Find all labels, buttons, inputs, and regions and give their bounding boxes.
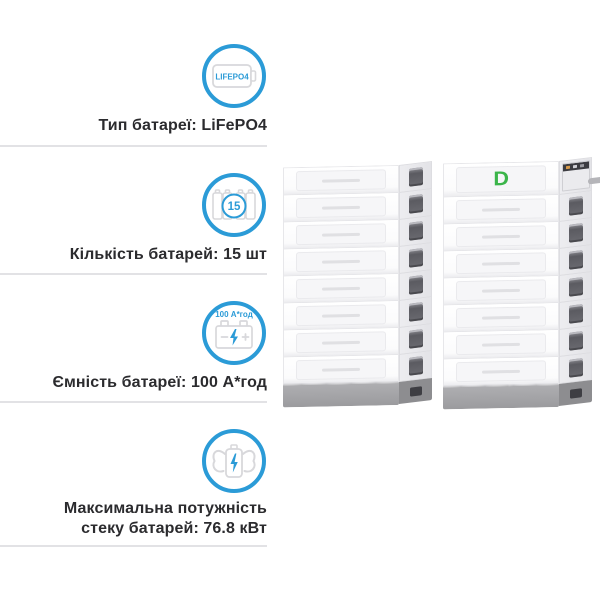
module-front-panel — [296, 277, 386, 300]
module-side — [399, 349, 432, 382]
battery-capacity-icon: 100 А*год — [202, 301, 266, 365]
module-front-panel — [296, 358, 386, 381]
module-front-panel — [456, 306, 546, 329]
battery-module — [283, 300, 399, 331]
module-connector — [408, 356, 423, 376]
tower-base-side — [399, 377, 432, 404]
battery-module — [443, 329, 559, 360]
battery-module — [443, 275, 559, 306]
spec-row-max-power: Максимальна потужність стеку батарей: 76… — [0, 403, 267, 547]
module-connector — [408, 248, 423, 268]
module-print-label — [322, 367, 360, 372]
module-front-panel — [296, 304, 386, 327]
module-front-panel — [456, 279, 546, 302]
battery-power-icon — [202, 429, 266, 493]
module-connector — [568, 358, 583, 378]
tower-base — [283, 382, 399, 408]
tower-base — [443, 384, 559, 410]
module-front-panel — [296, 169, 386, 192]
module-front-panel — [296, 331, 386, 354]
module-print-label — [482, 234, 520, 239]
module-print-label — [322, 313, 360, 318]
battery-module — [443, 248, 559, 279]
base-port — [409, 385, 422, 397]
module-connector — [408, 167, 423, 187]
module-print-label — [322, 286, 360, 291]
battery-module — [443, 221, 559, 252]
module-connector — [568, 196, 583, 216]
battery-module — [283, 354, 399, 385]
module-print-label — [482, 261, 520, 266]
battery-count-label: Кількість батарей: 15 шт — [69, 246, 267, 263]
module-front-panel — [456, 252, 546, 275]
module-front-panel — [296, 196, 386, 219]
battery-module — [443, 194, 559, 225]
terminal-box-side — [559, 156, 600, 195]
battery-tower: D — [443, 156, 600, 410]
control-module: D — [443, 161, 559, 198]
terminal-box — [561, 160, 590, 192]
tower-base-side — [559, 379, 592, 406]
module-front-panel — [456, 225, 546, 248]
lifepo4-battery-icon: LIFEPO4 — [202, 44, 266, 108]
module-connector — [408, 194, 423, 214]
battery-module — [443, 356, 559, 387]
brand-logo-d: D — [493, 168, 509, 191]
module-connector — [568, 304, 583, 324]
battery-module — [283, 327, 399, 358]
spec-row-battery-capacity: 100 А*год Ємність батареї: 100 А*год — [0, 275, 267, 403]
lifepo4-icon-text: LIFEPO4 — [215, 73, 249, 82]
module-front-panel — [456, 333, 546, 356]
module-front-panel — [296, 250, 386, 273]
module-print-label — [482, 288, 520, 293]
module-connector — [568, 331, 583, 351]
spec-list: LIFEPO4 Тип батареї: LiFePO4 15 Кількіст… — [0, 0, 267, 547]
battery-tower — [283, 160, 432, 408]
battery-module — [443, 302, 559, 333]
module-print-label — [322, 178, 360, 183]
module-front-panel — [456, 360, 546, 383]
module-print-label — [482, 315, 520, 320]
battery-count-icon-text: 15 — [228, 201, 241, 213]
module-connector — [568, 250, 583, 270]
module-print-label — [482, 342, 520, 347]
battery-module — [283, 219, 399, 250]
battery-capacity-label: Ємність батареї: 100 А*год — [52, 374, 267, 391]
battery-count-icon: 15 — [202, 173, 266, 237]
module-connector — [408, 221, 423, 241]
battery-module — [283, 246, 399, 277]
max-power-label: Максимальна потужність стеку батарей: 76… — [63, 500, 267, 537]
module-connector — [408, 329, 423, 349]
module-print-label — [482, 207, 520, 212]
battery-module — [283, 165, 399, 196]
base-port — [569, 387, 582, 399]
module-print-label — [322, 340, 360, 345]
power-cable — [588, 175, 600, 185]
module-connector — [568, 277, 583, 297]
module-front-panel: D — [456, 165, 546, 194]
module-connector — [408, 302, 423, 322]
module-print-label — [322, 232, 360, 237]
module-print-label — [322, 259, 360, 264]
battery-capacity-icon-text: 100 А*год — [215, 310, 253, 319]
module-front-panel — [456, 198, 546, 221]
battery-module — [283, 192, 399, 223]
module-print-label — [482, 369, 520, 374]
battery-module — [283, 273, 399, 304]
product-image: D — [280, 150, 600, 440]
module-print-label — [322, 205, 360, 210]
module-side — [559, 351, 592, 384]
module-connector — [568, 223, 583, 243]
module-connector — [408, 275, 423, 295]
spec-row-battery-count: 15 Кількість батарей: 15 шт — [0, 147, 267, 275]
module-front-panel — [296, 223, 386, 246]
battery-type-label: Тип батареї: LiFePO4 — [98, 117, 267, 134]
spec-row-battery-type: LIFEPO4 Тип батареї: LiFePO4 — [0, 0, 267, 147]
